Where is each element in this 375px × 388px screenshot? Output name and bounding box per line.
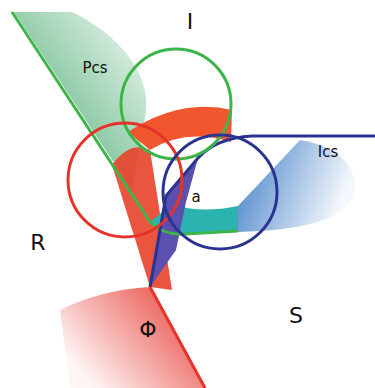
circle-stroke <box>121 49 231 159</box>
set-circle: I <box>118 46 234 162</box>
circle-stroke <box>163 135 277 249</box>
band-label: Pcs <box>82 60 107 77</box>
circle-label: R <box>30 231 45 255</box>
circle-outline <box>160 132 280 252</box>
band-label: Φ <box>139 318 156 342</box>
center-label: a <box>191 189 200 206</box>
band-label: Ics <box>318 144 339 161</box>
set-circle: S <box>160 132 280 252</box>
circle-outline <box>65 120 185 240</box>
set-circle: R <box>65 120 185 240</box>
circle-label: I <box>187 10 194 34</box>
circle-outline <box>118 46 234 162</box>
circle-label: S <box>289 304 303 328</box>
